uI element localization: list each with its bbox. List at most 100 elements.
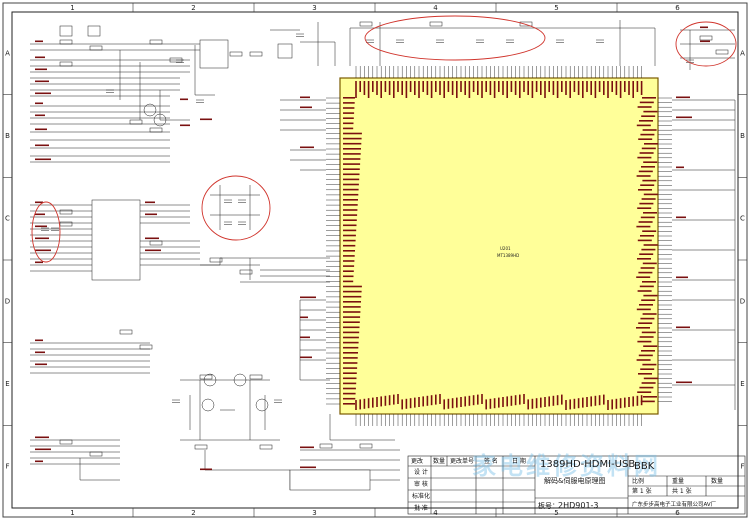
- tb-weight-label: 重量: [672, 478, 685, 485]
- resistor: [89, 451, 103, 457]
- resistor: [259, 444, 273, 450]
- frame-row-label: B: [5, 132, 10, 140]
- annotation-ellipse-left: [31, 201, 61, 263]
- net-label-mark: [676, 381, 692, 384]
- net-label-mark: [300, 146, 314, 149]
- annotation-ellipse-mid: [201, 175, 271, 241]
- net-label-mark: [300, 466, 316, 469]
- drawing-title-cn: 解码&伺服电原理图: [544, 477, 606, 485]
- net-label-mark: [180, 98, 188, 101]
- resistor: [359, 21, 373, 27]
- wire: [300, 41, 336, 66]
- net-label-mark: [676, 96, 690, 99]
- crystal: [277, 43, 293, 59]
- resistor: [149, 39, 163, 45]
- resistor: [199, 374, 213, 380]
- net-label-mark: [700, 26, 708, 29]
- frame-column-label: 6: [675, 4, 680, 12]
- frame-column-label: 2: [191, 509, 195, 517]
- ic-part-number: MT1389HD: [497, 253, 519, 258]
- frame-column-label: 4: [433, 509, 438, 517]
- transistor: [233, 373, 247, 387]
- frame-column-label: 3: [312, 509, 316, 517]
- frame-column-label: 2: [191, 4, 195, 12]
- wire: [79, 458, 120, 481]
- net-label-mark: [300, 96, 310, 99]
- secondary-ic: [91, 199, 141, 281]
- connector-block: [289, 469, 371, 491]
- net-label-mark: [35, 80, 49, 83]
- net-label-mark: [35, 261, 43, 264]
- net-label-mark: [35, 40, 43, 43]
- frame-column-label: 5: [554, 4, 558, 12]
- transistor: [143, 103, 157, 117]
- tb-qty-label: 数量: [711, 478, 724, 485]
- resistor: [229, 51, 243, 57]
- net-label-mark: [676, 116, 692, 119]
- frame-row-label: C: [5, 215, 10, 223]
- title-block-grid: [407, 455, 746, 515]
- main-ic: U201 MT1389HD: [326, 66, 672, 426]
- net-label-mark: [200, 468, 212, 471]
- resistor: [699, 35, 713, 41]
- net-label-mark: [35, 351, 45, 354]
- frame-column-label: 4: [433, 4, 438, 12]
- regulator-ic: [199, 39, 229, 69]
- tb-row-approve: 批 准: [414, 505, 428, 512]
- net-label-mark: [300, 446, 314, 449]
- net-label-mark: [35, 68, 47, 71]
- tb-header-sign: 签 名: [484, 458, 498, 465]
- net-labels: [35, 26, 710, 471]
- wire: [204, 450, 290, 471]
- net-label-mark: [35, 339, 43, 342]
- net-label-mark: [35, 237, 49, 240]
- frame-ticks: [3, 3, 747, 517]
- net-label-mark: [35, 460, 43, 463]
- frame-row-label: D: [740, 297, 745, 305]
- net-label-mark: [300, 106, 312, 109]
- transistor: [203, 373, 217, 387]
- resistor: [149, 240, 163, 246]
- net-label-mark: [145, 249, 161, 252]
- net-label-mark: [180, 124, 190, 127]
- resistor: [89, 45, 103, 51]
- net-label-mark: [300, 356, 312, 359]
- resistor: [429, 21, 443, 27]
- frame-row-label: B: [740, 132, 745, 140]
- transistor: [153, 113, 167, 127]
- resistor: [59, 209, 73, 215]
- annotation-ellipse-right: [675, 21, 737, 67]
- tb-header-change: 更改: [411, 458, 424, 465]
- frame-column-label: 1: [70, 509, 74, 517]
- frame-row-label: E: [5, 380, 9, 388]
- resistor: [715, 49, 729, 55]
- net-label-mark: [145, 201, 155, 204]
- resistor: [119, 329, 133, 335]
- ic-pins: [326, 66, 672, 426]
- net-label-mark: [676, 166, 684, 169]
- frame-column-label: 5: [554, 509, 558, 517]
- transistor: [255, 398, 269, 412]
- title-block: 更改 数量 更改单号 签 名 日 期 设 计 审 核 标准化 批 准 1389H…: [408, 456, 745, 514]
- tb-header-date: 日 期: [512, 458, 526, 465]
- board-label: 板号：: [538, 502, 559, 510]
- resistor: [209, 257, 223, 263]
- frame-column-label: 1: [70, 4, 74, 12]
- net-label-mark: [676, 276, 688, 279]
- resistor: [239, 269, 253, 275]
- circuit-components: [41, 21, 729, 491]
- frame-column-label: 3: [312, 4, 316, 12]
- company-name: 广东步步高电子工业有限公司AV厂: [632, 502, 717, 508]
- net-label-mark: [35, 448, 51, 451]
- net-label-mark: [35, 213, 45, 216]
- net-label-mark: [700, 40, 710, 43]
- frame-column-label: 6: [675, 509, 680, 517]
- brand-logo: BBK: [634, 461, 655, 472]
- frame-row-label: D: [5, 297, 10, 305]
- frame-row-label: C: [740, 215, 745, 223]
- wire: [159, 90, 190, 121]
- tb-row-standard: 标准化: [412, 493, 431, 500]
- connector-header: [87, 25, 101, 37]
- ic-pin-labels: [343, 81, 658, 410]
- resistor: [519, 21, 533, 27]
